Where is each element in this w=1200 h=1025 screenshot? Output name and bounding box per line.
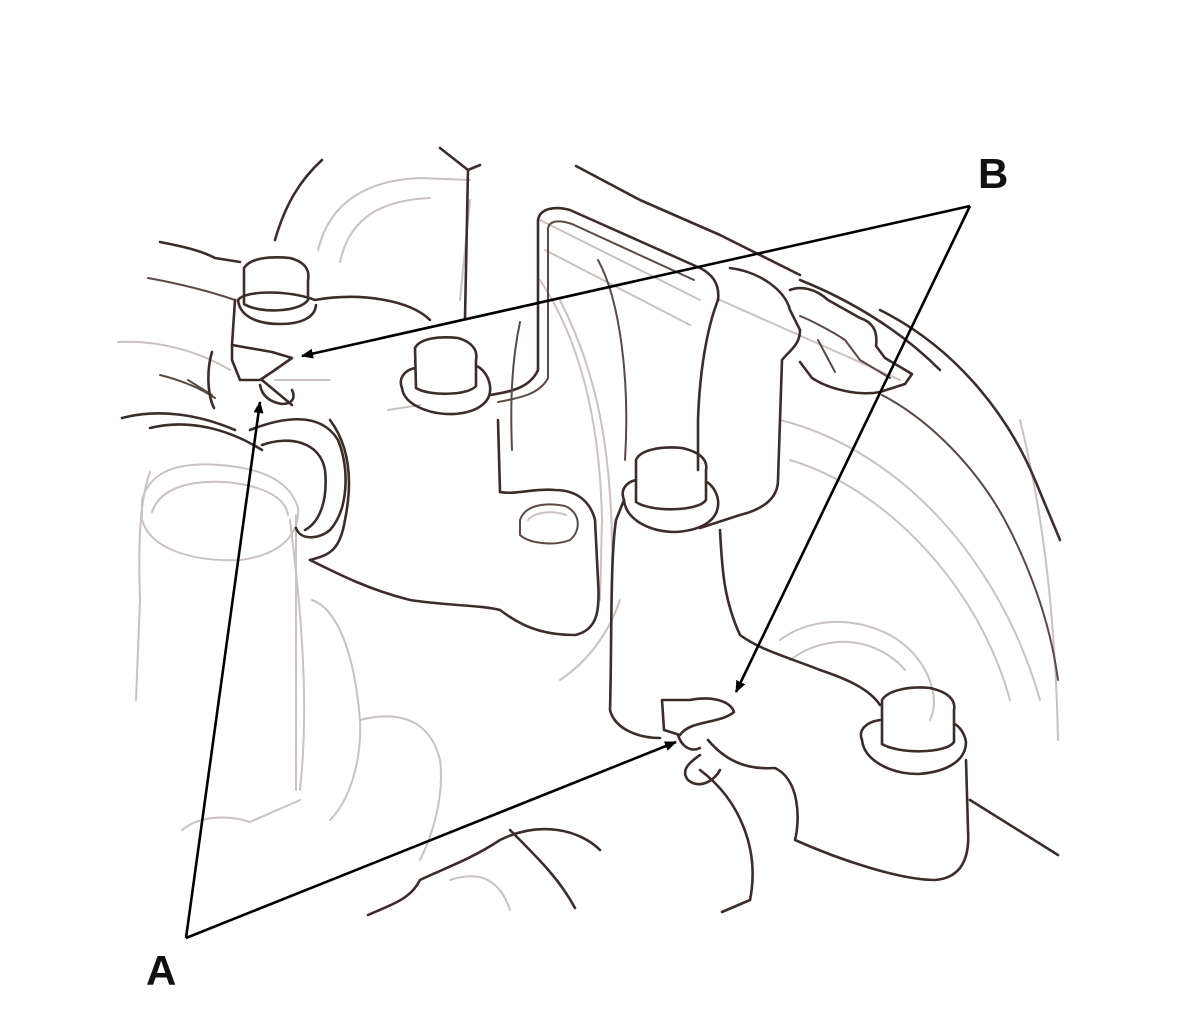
callout-label-b: B <box>978 150 1008 197</box>
leader-a-to-upper-pin <box>184 401 264 939</box>
background-components <box>117 177 1059 911</box>
leader-b-to-upper-clip <box>301 204 971 359</box>
leader-b-to-lower-clip <box>734 205 972 693</box>
callout-label-a: A <box>146 947 176 994</box>
callout-leaders <box>184 204 972 940</box>
caliper-bracket-outline <box>120 146 1062 917</box>
leader-a-to-lower-pin <box>185 740 677 940</box>
